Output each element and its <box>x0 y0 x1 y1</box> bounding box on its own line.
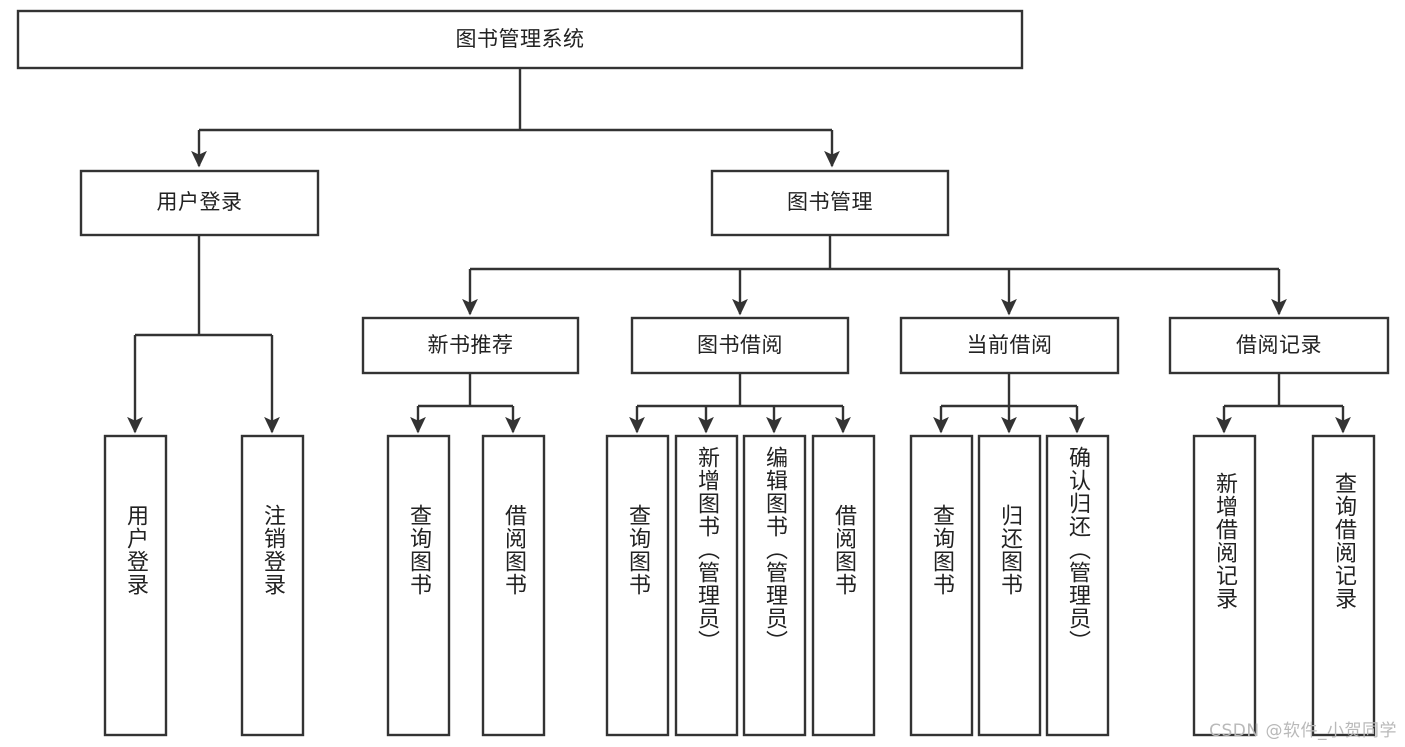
node-leaf-book-borrow-3-box[interactable] <box>742 434 807 737</box>
node-leaf-borrow-record-2-box[interactable] <box>1311 434 1376 737</box>
connector-book-manage-bus <box>470 235 1279 271</box>
node-book-manage-box[interactable] <box>710 169 950 237</box>
connector-user-login-bus <box>135 235 272 337</box>
watermark-text: CSDN @软件_小贺同学 <box>1209 721 1397 741</box>
node-book-borrow-box[interactable] <box>630 316 850 375</box>
connector-new-book-bus <box>418 373 513 408</box>
node-leaf-borrow-record-1-box[interactable] <box>1192 434 1257 737</box>
node-leaf-new-book-2-box[interactable] <box>481 434 546 737</box>
node-user-login-box[interactable] <box>79 169 320 237</box>
node-borrow-record-box[interactable] <box>1168 316 1390 375</box>
connector-current-borrow-bus <box>941 373 1077 408</box>
node-root-box[interactable] <box>16 9 1024 70</box>
node-leaf-book-borrow-2-box[interactable] <box>674 434 739 737</box>
node-leaf-new-book-1-box[interactable] <box>386 434 451 737</box>
connector-borrow-record-bus <box>1224 373 1343 408</box>
connector-book-borrow-bus <box>637 373 843 408</box>
node-leaf-current-borrow-1-box[interactable] <box>909 434 974 737</box>
node-current-borrow-box[interactable] <box>899 316 1120 375</box>
node-leaf-user-login-1-box[interactable] <box>103 434 168 737</box>
node-leaf-book-borrow-4-box[interactable] <box>811 434 876 737</box>
node-leaf-current-borrow-3-box[interactable] <box>1045 434 1110 737</box>
node-new-book-recommend-box[interactable] <box>361 316 580 375</box>
connector-root-bus <box>199 68 832 132</box>
node-leaf-current-borrow-2-box[interactable] <box>977 434 1042 737</box>
node-leaf-book-borrow-1-box[interactable] <box>605 434 670 737</box>
node-leaf-user-login-2-box[interactable] <box>240 434 305 737</box>
